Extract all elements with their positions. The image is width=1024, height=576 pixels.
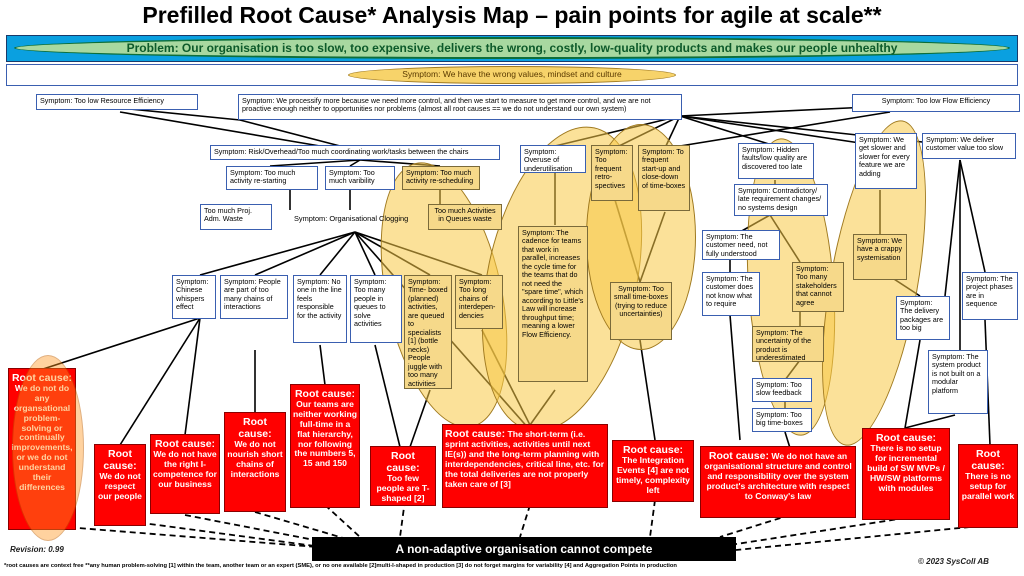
symptom-clogging: Symptom: Organisational Clogging (294, 214, 409, 223)
symptom-chains-of-interactions: Symptom: People are part of too many cha… (220, 275, 288, 319)
symptom-adm-waste: Too much Proj. Adm. Waste (200, 204, 272, 230)
footnote: *root causes are context free **any huma… (4, 563, 677, 569)
copyright-label: © 2023 SysColl AB (918, 557, 989, 566)
symptom-timeboxed-activities: Symptom: Time- boxed (planned) activitie… (404, 275, 452, 389)
symptom-hidden-faults: Symptom: Hidden faults/low quality are d… (738, 143, 814, 179)
root-cause-heading: Root cause: (294, 388, 356, 400)
root-cause-heading: Root cause: (708, 450, 769, 462)
root-cause-text: We do not have an organisational structu… (704, 451, 852, 501)
root-cause-heading: Root cause: (103, 448, 137, 473)
root-cause-heading: Root cause: (238, 416, 272, 441)
root-cause-text: The short-term (i.e. sprint activities, … (445, 429, 605, 489)
root-cause-respect: Root cause: We do not respect our people (94, 444, 146, 526)
root-cause-text: The Integration Events [4] are not timel… (616, 455, 690, 495)
symptom-uncertainty: Symptom: The uncertainty of the product … (752, 326, 824, 362)
root-cause-i-competence: Root cause: We do not have the right I-c… (150, 434, 220, 514)
root-cause-planning: Root cause: The short-term (i.e. sprint … (442, 424, 608, 508)
symptom-frequent-retro: Symptom: Too frequent retro-spectives (591, 145, 633, 201)
symptom-customer-need: Symptom: The customer need, not fully un… (702, 230, 780, 260)
symptom-frequent-startup: Symptom: To frequent start-up and close-… (638, 145, 690, 211)
symptom-stakeholders: Symptom: Too many stakeholders that cann… (792, 262, 844, 312)
root-cause-text: We do not have the right I-competence fo… (153, 449, 217, 489)
root-cause-text: There is no setup for parallel work (961, 471, 1015, 501)
revision-label: Revision: 0.99 (10, 545, 64, 554)
symptom-not-modular: Symptom: The system product is not built… (928, 350, 988, 414)
symptom-control: Symptom: We processify more because we n… (238, 94, 682, 120)
symptom-flow-efficiency: Symptom: Too low Flow Efficiency (852, 94, 1020, 112)
symptom-contradictory-requirements: Symptom: Contradictory/ late requirement… (734, 184, 828, 216)
symptom-value-too-slow: Symptom: We deliver customer value too s… (922, 133, 1016, 159)
root-cause-heading: Root cause: (875, 432, 937, 444)
root-cause-heading: Root cause: (445, 428, 506, 440)
root-cause-heading: Root cause: (971, 448, 1005, 473)
symptom-big-timeboxes: Symptom: Too big time-boxes (752, 408, 812, 432)
root-cause-parallel-work: Root cause: There is no setup for parall… (958, 444, 1018, 528)
root-cause-heading: Root cause: (386, 450, 420, 475)
root-cause-text: Our teams are neither working full-time … (293, 399, 357, 469)
symptom-cadence: Symptom: The cadence for teams that work… (518, 226, 588, 382)
root-cause-incremental-build: Root cause: There is no setup for increm… (862, 428, 950, 520)
symptom-small-timeboxes: Symptom: Too small time-boxes (trying to… (610, 282, 672, 340)
wrong-values-ellipse (348, 66, 676, 84)
root-cause-t-shaped: Root cause: Too few people are T-shaped … (370, 446, 436, 506)
root-cause-heading: Root cause: (154, 438, 216, 450)
symptom-customer-not-know: Symptom: The customer does not know what… (702, 272, 760, 316)
symptom-underutilisation: Symptom: Overuse of underutilisation (520, 145, 586, 173)
root-cause-text: We do not respect our people (98, 471, 142, 501)
root-cause-short-chains: Root cause: We do not nourish short chai… (224, 412, 286, 512)
symptom-delivery-packages: Symptom: The delivery packages are too b… (896, 296, 950, 340)
symptom-risk-overhead: Symptom: Risk/Overhead/Too much coordina… (210, 145, 500, 160)
symptom-queues-waste: Too much Activities in Queues waste (428, 204, 502, 230)
root-cause-text: Too few people are T-shaped [2] (376, 473, 430, 503)
root-cause-heading: Root cause: (622, 444, 684, 456)
map-title: Prefilled Root Cause* Analysis Map – pai… (142, 2, 882, 28)
symptom-chinese-whispers: Symptom: Chinese whispers effect (172, 275, 216, 319)
symptom-wrong-values: Symptom: We have the wrong values, minds… (402, 69, 622, 79)
symptom-restarting: Symptom: Too much activity re-starting (226, 166, 318, 190)
symptom-rescheduling: Symptom: Too much activity re-scheduling (402, 166, 480, 190)
root-cause-text: We do not nourish short chains of intera… (227, 439, 283, 479)
symptom-project-phases: Symptom: The project phases are in seque… (962, 272, 1018, 320)
problem-ellipse (14, 37, 1010, 59)
problem-statement: Problem: Our organisation is too slow, t… (126, 41, 898, 55)
symptom-getting-slower: Symptom: We get slower and slower for ev… (855, 133, 917, 189)
conclusion-banner: A non-adaptive organisation cannot compe… (312, 537, 736, 561)
symptom-variability: Symptom: Too much varibility (325, 166, 395, 190)
symptom-crappy-systemisation: Symptom: We have a crappy systemisation (853, 234, 907, 280)
symptom-no-one-responsible: Symptom: No one in the line feels respon… (293, 275, 347, 343)
symptom-people-in-queues: Symptom: Too many people in queues to so… (350, 275, 402, 343)
root-cause-conways-law: Root cause: We do not have an organisati… (700, 446, 856, 518)
root-cause-integration-events: Root cause: The Integration Events [4] a… (612, 440, 694, 502)
root-cause-teams-full-time: Root cause: Our teams are neither workin… (290, 384, 360, 508)
highlight-ellipse-root-cause (12, 355, 84, 541)
symptom-resource-efficiency: Symptom: Too low Resource Efficiency (36, 94, 198, 110)
symptom-slow-feedback: Symptom: Too slow feedback (752, 378, 812, 402)
symptom-long-chains: Symptom: Too long chains of interdepen-d… (455, 275, 503, 329)
root-cause-text: There is no setup for incremental build … (867, 443, 945, 493)
